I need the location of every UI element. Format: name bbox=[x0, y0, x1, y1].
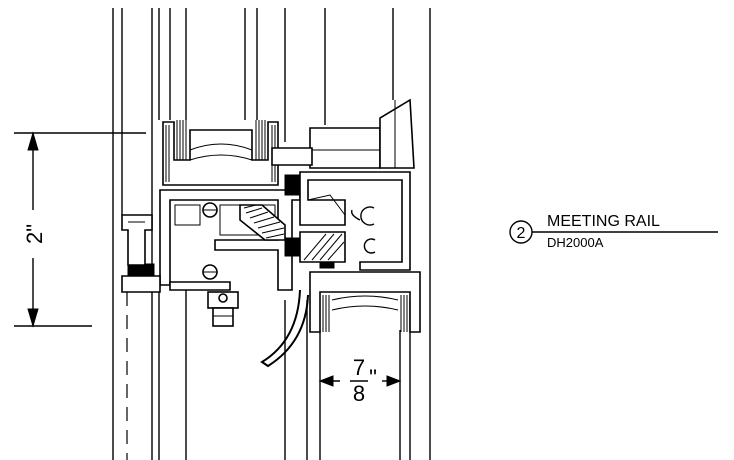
glass-dimension-unit: " bbox=[369, 365, 377, 390]
weatherstrip-pile bbox=[127, 174, 335, 277]
callout-subtitle: DH2000A bbox=[547, 235, 604, 250]
callout-title: MEETING RAIL bbox=[547, 213, 660, 230]
vertical-dimension: 2" bbox=[14, 131, 146, 328]
callout-number: 2 bbox=[517, 225, 526, 242]
glass-dimension-numerator: 7 bbox=[353, 355, 365, 380]
frame-clip bbox=[121, 214, 161, 293]
upper-glazing-pocket bbox=[162, 120, 279, 186]
interlock-rail bbox=[299, 171, 411, 271]
sash-lock-hardware bbox=[207, 291, 239, 327]
seal-fin bbox=[260, 289, 309, 368]
detail-callout: 2 MEETING RAIL DH2000A bbox=[509, 213, 718, 250]
vertical-lines bbox=[112, 8, 431, 460]
lower-glazing-pocket bbox=[309, 271, 421, 333]
sash-lift-handle bbox=[271, 98, 415, 169]
glass-dimension-denominator: 8 bbox=[353, 381, 365, 406]
vertical-dimension-label: 2" bbox=[22, 224, 47, 244]
glass-dimension: 7 8 " bbox=[318, 355, 402, 406]
